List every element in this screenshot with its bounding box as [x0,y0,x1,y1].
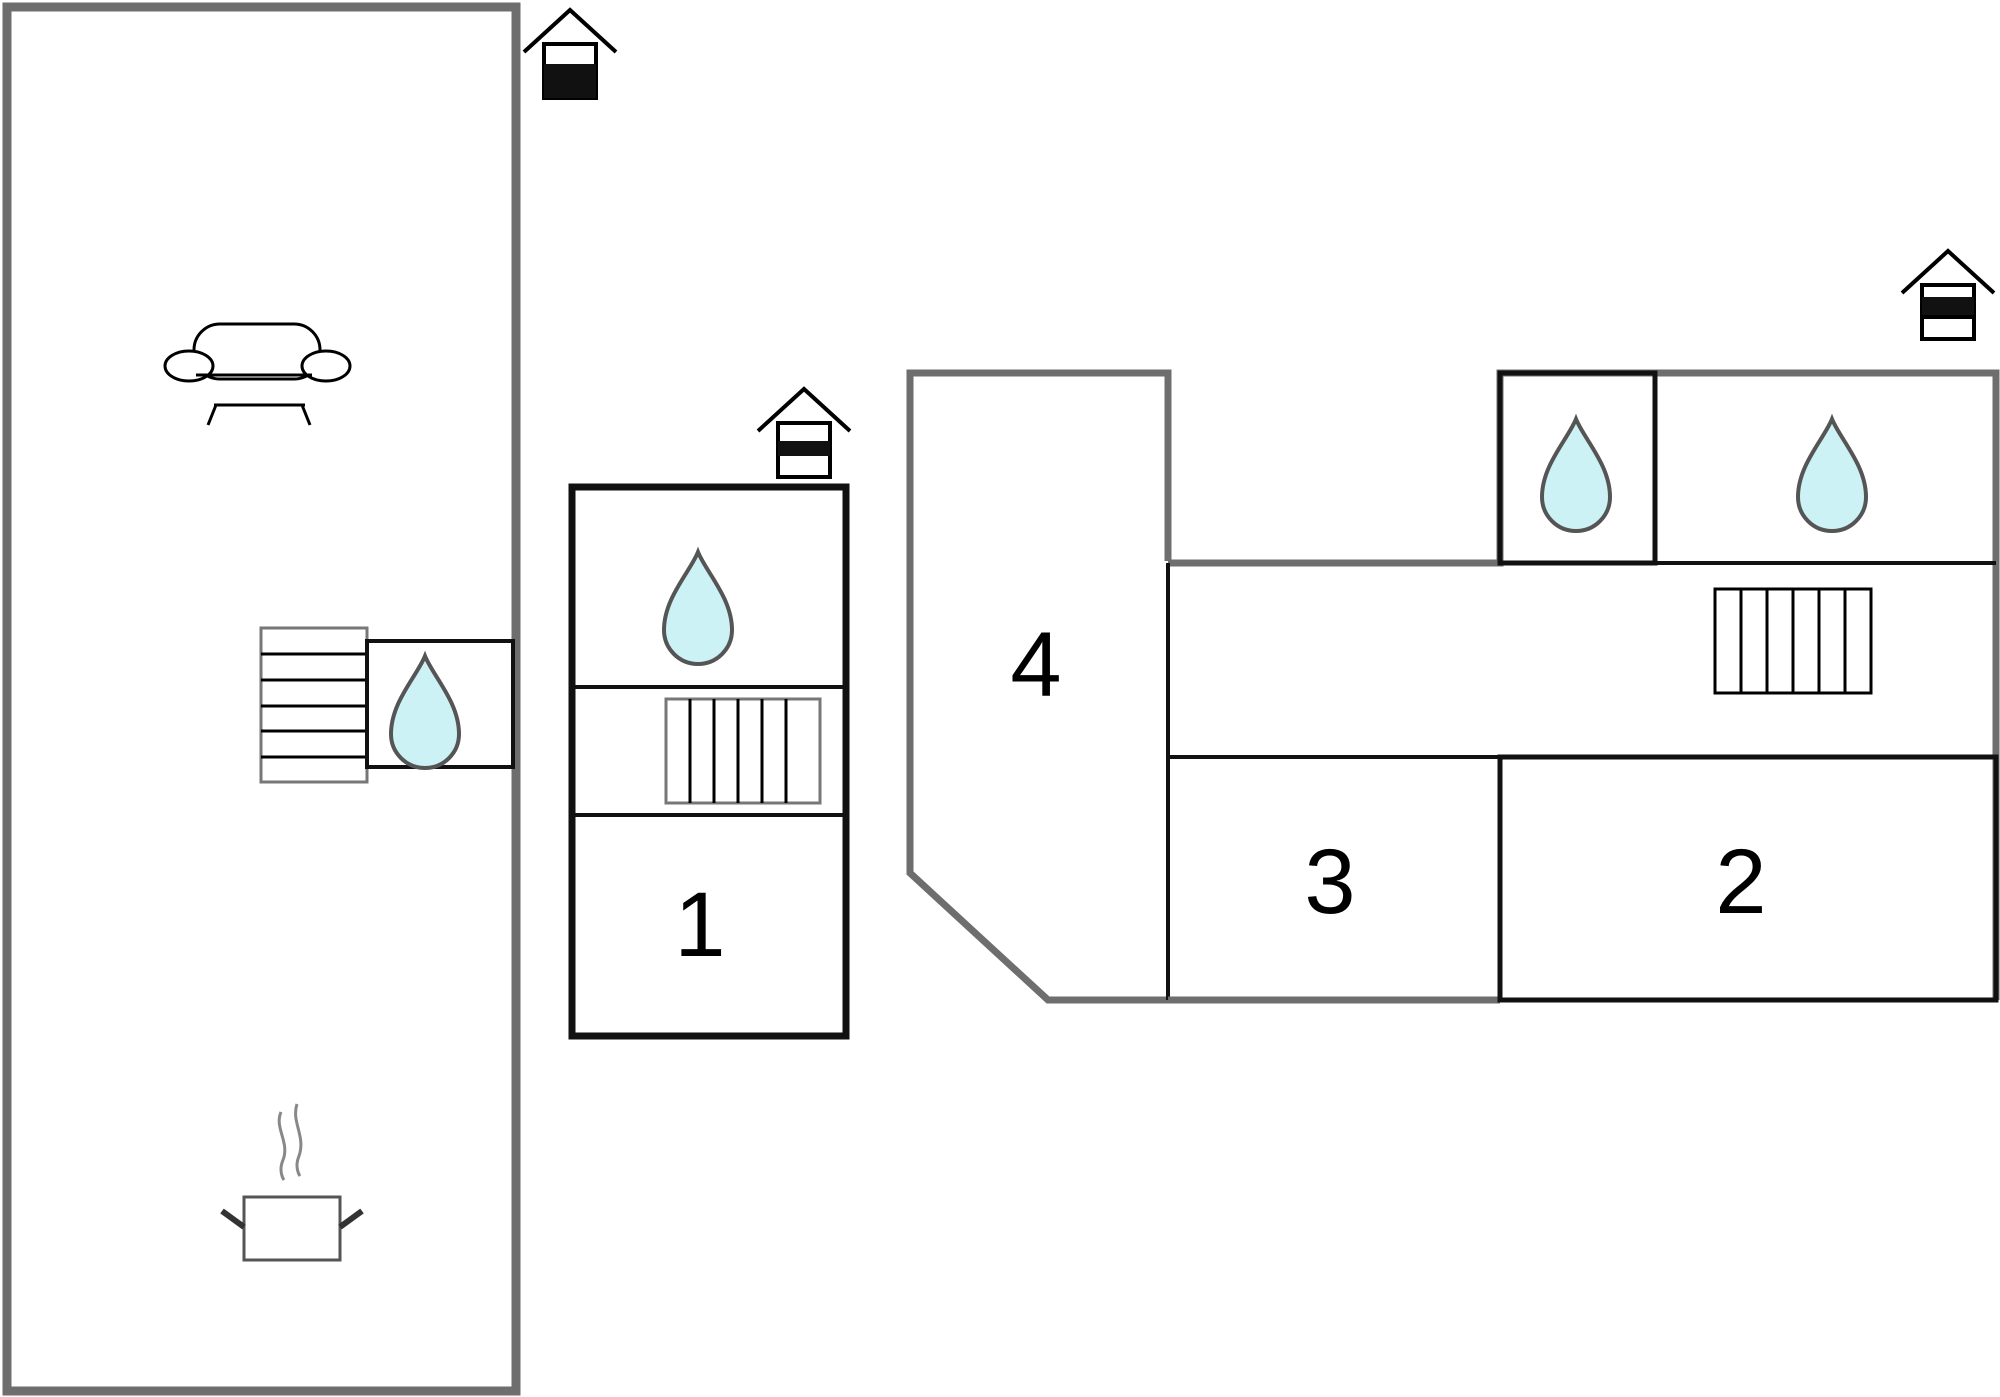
room-label-3: 3 [1304,831,1355,933]
level-marker-icon [756,387,852,479]
cooking-pot-icon [220,1103,364,1262]
stairs-icon [664,697,822,805]
room-label-4: 4 [1010,614,1061,716]
room-label-2: 2 [1715,831,1766,933]
level-marker-icon [522,8,618,100]
stairs-icon [1713,587,1873,695]
sofa-icon [163,322,352,426]
main-building: 4 3 2 [906,369,2000,1004]
water-drop-icon [1796,417,1868,533]
building-1: 1 [568,483,850,1040]
level-marker-icon [1900,249,1996,341]
left-building [2,2,521,1396]
room-label-1: 1 [674,874,725,976]
water-drop-icon [1540,417,1612,533]
water-drop-icon [662,550,734,666]
left-bathroom [365,639,515,770]
left-stairs-icon [259,626,369,784]
